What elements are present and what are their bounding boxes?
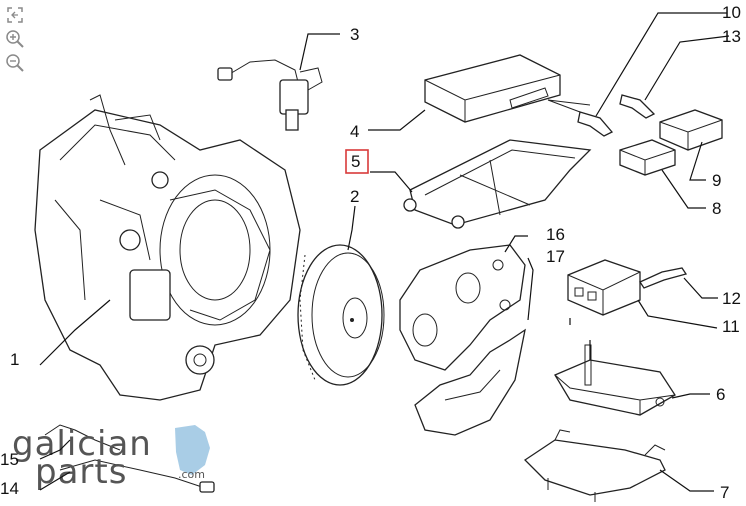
callout-17[interactable]: 17 [546, 247, 565, 266]
callout-12[interactable]: 12 [722, 289, 741, 308]
reset-view-icon[interactable] [4, 4, 26, 26]
callout-labels: 1 2 3 4 5 6 7 8 9 10 11 12 13 14 15 16 1… [0, 3, 741, 502]
watermark-line-2: parts [35, 452, 127, 492]
part-13-clip[interactable] [619, 94, 656, 119]
part-16-gasket[interactable] [399, 244, 526, 371]
part-1-gearbox-housing[interactable] [34, 94, 301, 401]
callout-5-highlight [345, 149, 369, 174]
watermark-logo: galician parts .com [12, 424, 210, 492]
callout-10[interactable]: 10 [722, 3, 741, 22]
viewer-toolbar [4, 4, 30, 76]
part-7-bracket[interactable] [523, 429, 666, 502]
part-17-cover-plate[interactable] [414, 328, 526, 436]
callout-5[interactable]: 5 [351, 152, 360, 171]
callout-1[interactable]: 1 [10, 350, 19, 369]
leader-lines [39, 12, 730, 492]
callout-14[interactable]: 14 [0, 479, 19, 498]
callout-6[interactable]: 6 [716, 385, 725, 404]
callout-9[interactable]: 9 [712, 171, 721, 190]
part-12-pin[interactable] [639, 267, 688, 289]
part-14-cable[interactable] [59, 459, 215, 493]
zoom-in-icon[interactable] [4, 28, 26, 50]
part-11-connector[interactable] [567, 259, 641, 316]
part-2-flywheel[interactable] [297, 244, 385, 386]
part-5-mounting-plate[interactable] [403, 139, 592, 229]
callout-13[interactable]: 13 [722, 27, 741, 46]
callout-4[interactable]: 4 [350, 122, 359, 141]
callout-3[interactable]: 3 [350, 25, 359, 44]
callout-15[interactable]: 15 [0, 450, 19, 469]
part-10-clip[interactable] [547, 99, 614, 137]
part-3-sensor-cable[interactable] [217, 59, 323, 131]
part-6-module[interactable] [554, 344, 676, 416]
watermark-line-1: galician [12, 424, 152, 464]
callout-11[interactable]: 11 [722, 317, 740, 336]
part-15-sensor[interactable] [44, 424, 121, 451]
part-4-control-unit[interactable] [424, 0, 561, 123]
watermark-map-shape [175, 425, 210, 475]
zoom-out-icon[interactable] [4, 52, 26, 74]
watermark-suffix: .com [178, 468, 205, 481]
callout-16[interactable]: 16 [546, 225, 565, 244]
callout-8[interactable]: 8 [712, 199, 721, 218]
callout-7[interactable]: 7 [720, 483, 729, 502]
part-8-relay[interactable] [619, 139, 676, 176]
part-9-relay[interactable] [659, 109, 723, 151]
callout-2[interactable]: 2 [350, 187, 359, 206]
